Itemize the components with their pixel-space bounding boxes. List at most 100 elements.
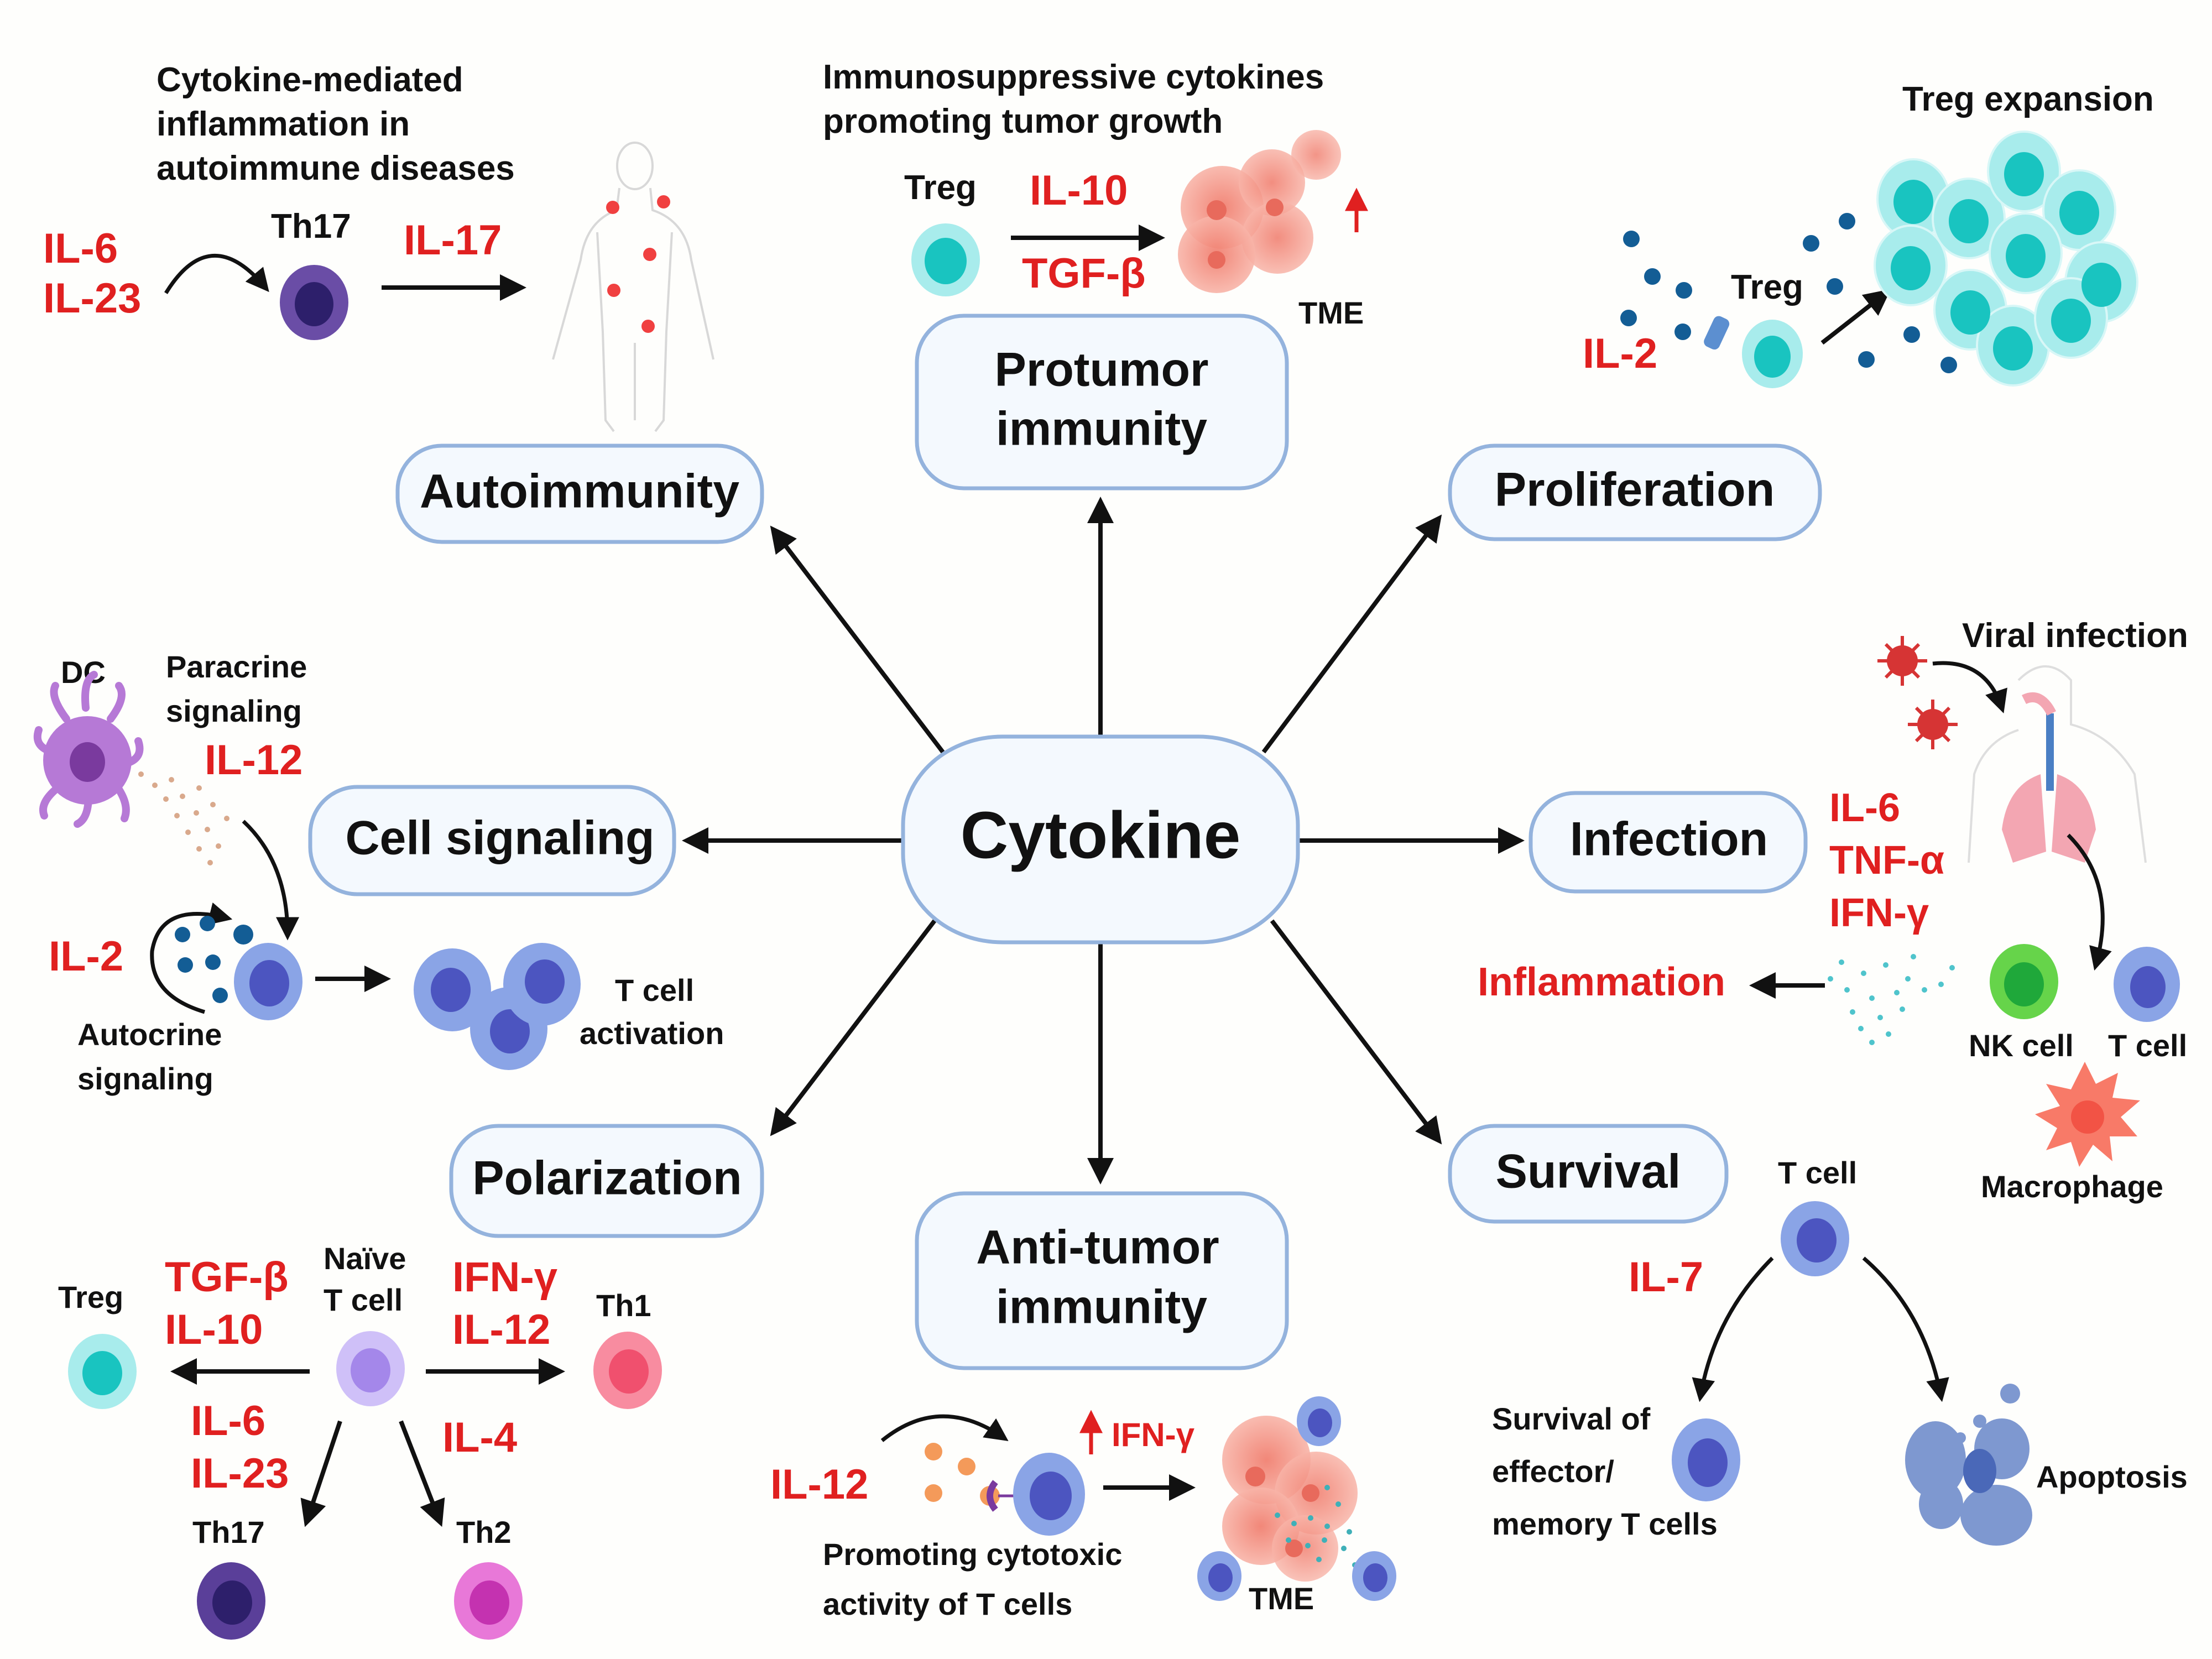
autocrine-label-1: Autocrine bbox=[77, 1017, 222, 1052]
tumor-icon bbox=[1178, 130, 1341, 293]
node-protumor-immunity[interactable]: Protumor immunity bbox=[915, 314, 1289, 491]
protumor-cytokine-tgfb: TGF-β bbox=[1022, 250, 1146, 297]
node-antitumor-label-1: Anti-tumor bbox=[976, 1221, 1219, 1274]
node-proliferation-label: Proliferation bbox=[1495, 463, 1775, 517]
paracrine-il12-label: IL-12 bbox=[205, 737, 302, 784]
paracrine-label-1: Paracrine bbox=[166, 649, 307, 684]
naive-label-2: T cell bbox=[324, 1282, 403, 1317]
autocrine-il2-label: IL-2 bbox=[49, 933, 123, 980]
inflammation-spot-icons bbox=[606, 195, 670, 333]
treg-cell-icon bbox=[1742, 320, 1803, 388]
infection-panel: Viral infection IL-6 bbox=[1478, 617, 2188, 1204]
node-cell-signaling[interactable]: Cell signaling bbox=[308, 785, 676, 896]
cell-signaling-panel: DC Paracrine signaling IL-12 bbox=[33, 649, 724, 1096]
th17-cytokine-il6: IL-6 bbox=[191, 1397, 265, 1444]
treg-cell-icon bbox=[911, 223, 980, 296]
antitumor-il12-label: IL-12 bbox=[770, 1461, 868, 1508]
node-cell-signaling-label: Cell signaling bbox=[345, 812, 654, 865]
nk-cell-icon bbox=[1990, 944, 2058, 1019]
th17-cell-icon bbox=[280, 265, 348, 340]
treg-cytokine-il10: IL-10 bbox=[165, 1306, 263, 1353]
node-survival-label: Survival bbox=[1496, 1145, 1681, 1198]
th2-label: Th2 bbox=[456, 1515, 512, 1550]
proliferation-caption: Treg expansion bbox=[1902, 80, 2154, 118]
node-proliferation[interactable]: Proliferation bbox=[1448, 444, 1822, 541]
survival-panel: T cell IL-7 Survival of effector/ memory… bbox=[1492, 1155, 2188, 1546]
t-cell-icon bbox=[234, 943, 302, 1020]
proliferation-treg-label: Treg bbox=[1731, 268, 1803, 306]
spoke-polarization bbox=[770, 919, 937, 1136]
il12-delivery-arrow bbox=[880, 1414, 1009, 1442]
virus-icon bbox=[1877, 636, 1958, 749]
survival-arrow bbox=[1692, 1256, 1774, 1402]
infection-cytokine-il6: IL-6 bbox=[1829, 786, 1900, 830]
node-infection[interactable]: Infection bbox=[1528, 791, 1808, 894]
dendritic-cell-icon bbox=[33, 671, 144, 828]
naive-t-cell-icon bbox=[336, 1331, 405, 1406]
il2-particle-icons bbox=[175, 916, 253, 1003]
t-cell-icon bbox=[2114, 947, 2180, 1022]
polarization-panel: Naïve T cell Treg TGF-β IL-10 IFN-γ IL-1… bbox=[58, 1241, 662, 1640]
il2-particle-icons bbox=[1620, 213, 1957, 373]
viral-infection-label: Viral infection bbox=[1962, 617, 2188, 655]
memory-t-cell-icon bbox=[1672, 1418, 1740, 1501]
autoimmunity-caption-1: Cytokine-mediated bbox=[156, 61, 463, 99]
spoke-autoimmunity bbox=[770, 525, 945, 754]
node-antitumor-immunity[interactable]: Anti-tumor immunity bbox=[915, 1191, 1289, 1370]
nk-cell-label: NK cell bbox=[1969, 1028, 2074, 1063]
cytokine-spray-particles-icon bbox=[1828, 954, 1955, 1045]
antitumor-ifng-label: IFN-γ bbox=[1112, 1416, 1195, 1453]
apoptotic-cell-icon bbox=[1905, 1384, 2032, 1546]
infection-t-cell-label: T cell bbox=[2108, 1028, 2187, 1063]
survival-il7-label: IL-7 bbox=[1629, 1254, 1703, 1301]
th2-cytokine-il4: IL-4 bbox=[442, 1414, 517, 1461]
th17-cell-icon bbox=[197, 1562, 265, 1640]
polarization-treg-label: Treg bbox=[58, 1280, 123, 1314]
cytokine-center-node[interactable]: Cytokine bbox=[901, 734, 1300, 945]
th1-cell-icon bbox=[593, 1332, 662, 1409]
t-cell-activation-label-2: activation bbox=[580, 1016, 724, 1051]
protumor-cytokine-il10: IL-10 bbox=[1030, 167, 1128, 214]
inflammation-label: Inflammation bbox=[1478, 960, 1725, 1004]
antitumor-tme-label: TME bbox=[1249, 1581, 1314, 1616]
survival-label-1: Survival of bbox=[1492, 1401, 1651, 1436]
autoimmunity-caption-2: inflammation in bbox=[156, 105, 410, 143]
protumor-caption-1: Immunosuppressive cytokines bbox=[823, 58, 1324, 96]
autoimmunity-panel: Cytokine-mediated inflammation in autoim… bbox=[43, 61, 714, 432]
activated-t-cells-icon bbox=[414, 943, 581, 1070]
node-autoimmunity[interactable]: Autoimmunity bbox=[395, 444, 764, 544]
proliferation-panel: Treg expansion IL-2 Treg bbox=[1583, 80, 2154, 388]
spokes bbox=[682, 497, 1525, 1185]
th17-cytokine-il23: IL-23 bbox=[191, 1450, 289, 1497]
infection-entry-arrow bbox=[1932, 661, 2007, 713]
node-infection-label: Infection bbox=[1570, 813, 1768, 866]
survival-t-cell-label: T cell bbox=[1778, 1155, 1857, 1190]
node-autoimmunity-label: Autoimmunity bbox=[420, 465, 739, 518]
to-th17-arrow bbox=[300, 1420, 342, 1527]
proliferation-il2-label: IL-2 bbox=[1583, 330, 1657, 377]
protumor-panel: Immunosuppressive cytokines promoting tu… bbox=[823, 58, 1368, 330]
autoimmunity-induce-arrow bbox=[164, 253, 269, 294]
treg-cytokine-tgfb: TGF-β bbox=[165, 1254, 289, 1301]
respiratory-system-icon bbox=[1968, 665, 2147, 863]
treg-cell-icon bbox=[68, 1334, 137, 1409]
node-protumor-label-2: immunity bbox=[996, 403, 1207, 456]
node-polarization-label: Polarization bbox=[472, 1152, 742, 1205]
th2-cell-icon bbox=[454, 1562, 523, 1640]
macrophage-label: Macrophage bbox=[1981, 1169, 2163, 1204]
th1-label: Th1 bbox=[596, 1288, 651, 1323]
survival-label-2: effector/ bbox=[1492, 1454, 1614, 1489]
autoimmunity-input-il6: IL-6 bbox=[43, 225, 118, 272]
node-antitumor-label-2: immunity bbox=[996, 1281, 1207, 1334]
expansion-arrow bbox=[1820, 289, 1891, 345]
antitumor-caption-1: Promoting cytotoxic bbox=[823, 1537, 1122, 1572]
spoke-survival bbox=[1270, 919, 1442, 1145]
autoimmunity-output-il17: IL-17 bbox=[404, 217, 502, 264]
autocrine-arrow bbox=[150, 902, 233, 1014]
infection-cytokine-ifng: IFN-γ bbox=[1829, 891, 1929, 935]
node-survival[interactable]: Survival bbox=[1448, 1124, 1729, 1224]
infection-cytokine-tnfa: TNF-α bbox=[1829, 838, 1944, 883]
node-polarization[interactable]: Polarization bbox=[449, 1124, 764, 1238]
t-cell-activation-label-1: T cell bbox=[615, 973, 694, 1008]
th1-cytokine-ifng: IFN-γ bbox=[452, 1254, 557, 1301]
